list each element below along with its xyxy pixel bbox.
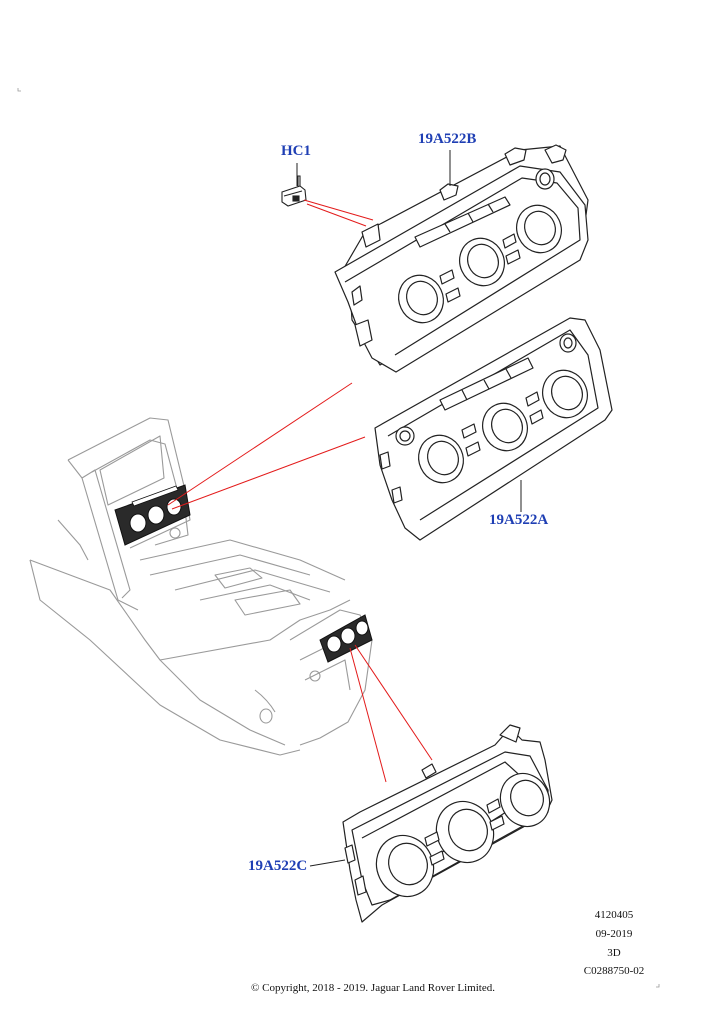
console-rear-control-panel <box>319 614 373 663</box>
illustration-date: 09-2019 <box>595 928 633 940</box>
reference-code: C0288750-02 <box>583 965 645 977</box>
hc1-clip <box>281 175 307 207</box>
part-c-callout-leader <box>309 859 346 867</box>
callout-19a522c: 19A522C <box>248 858 308 874</box>
panel-19a522c <box>342 724 553 923</box>
center-console <box>29 417 373 756</box>
copyright-notice: © Copyright, 2018 - 2019. Jaguar Land Ro… <box>251 982 495 994</box>
view-type: 3D <box>607 947 621 959</box>
corner-mark <box>656 984 660 988</box>
red-leader-lines <box>167 199 433 783</box>
callout-19a522a: 19A522A <box>489 512 549 528</box>
corner-mark <box>17 88 21 92</box>
console-upper-control-panel <box>114 484 191 546</box>
illustration-number: 4120405 <box>594 909 634 921</box>
callout-hc1: HC1 <box>281 143 311 159</box>
panel-19a522a <box>374 317 613 541</box>
panel-19a522b <box>334 144 589 373</box>
callout-19a522b: 19A522B <box>418 131 477 147</box>
